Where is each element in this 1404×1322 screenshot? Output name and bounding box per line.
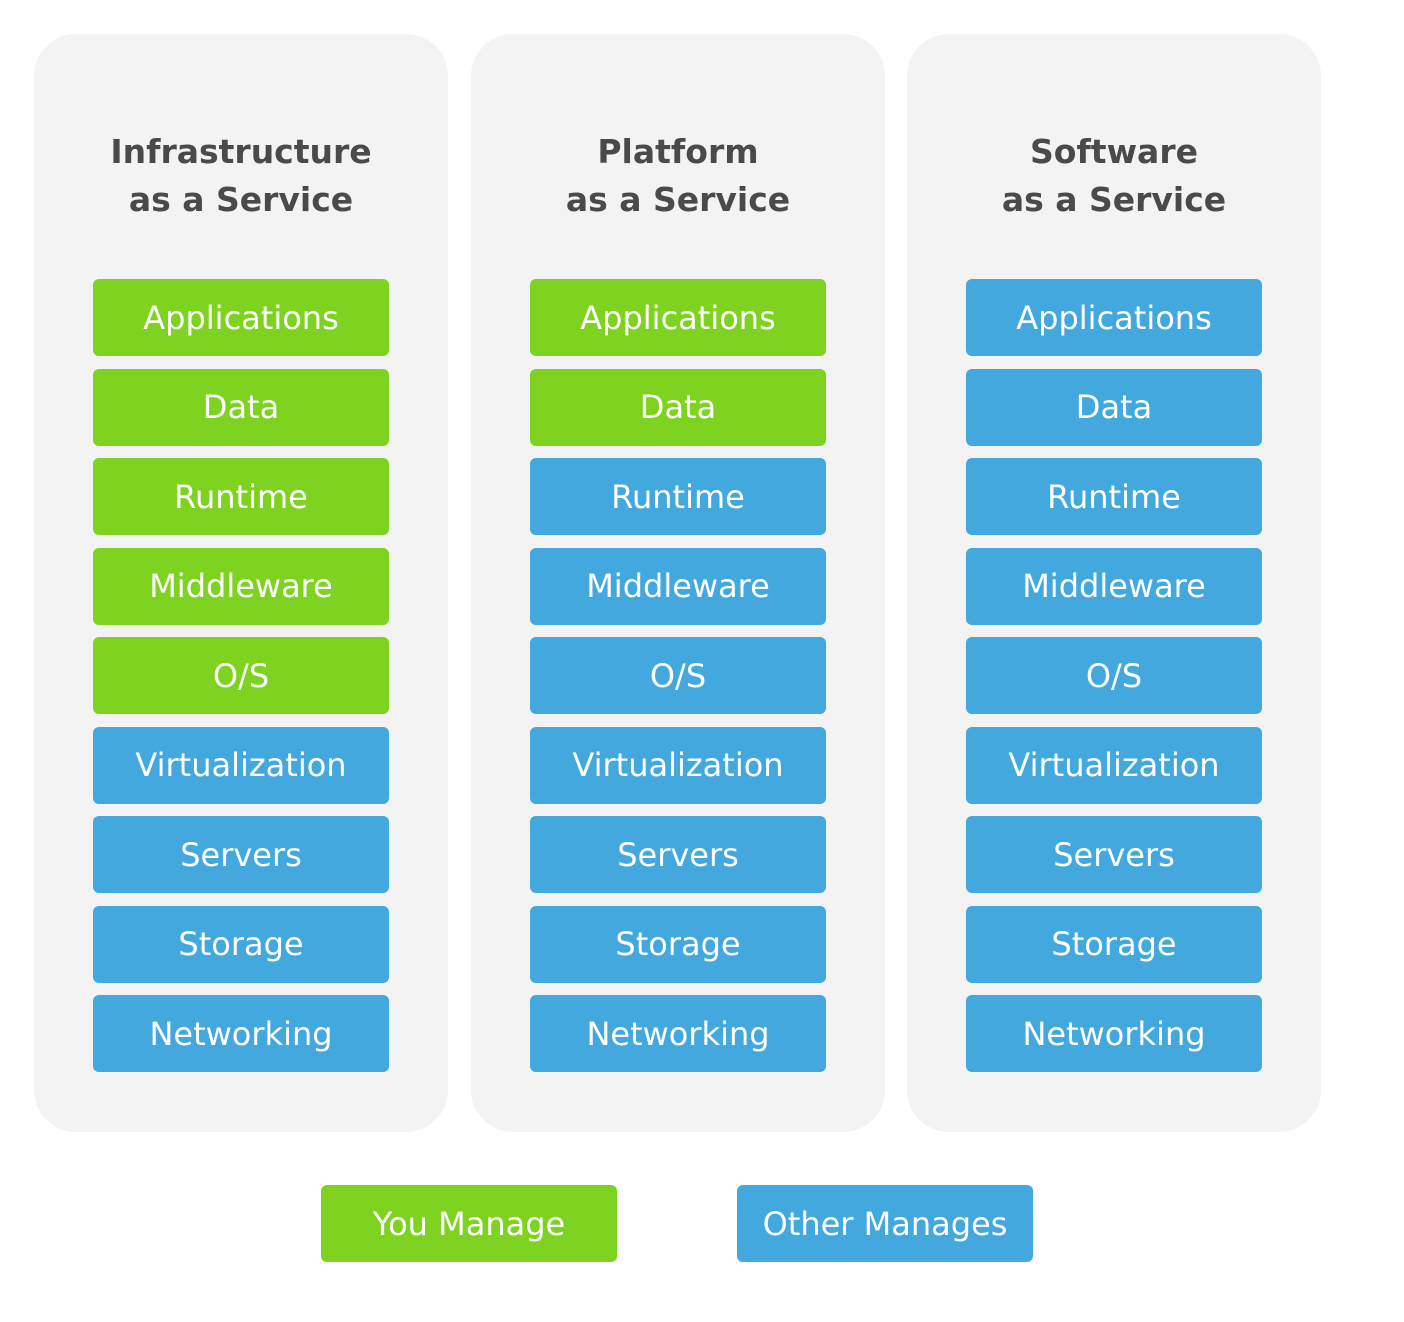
title-line-1: Infrastructure <box>110 132 372 171</box>
layer-data: Data <box>530 368 826 446</box>
layer-virtualization: Virtualization <box>966 726 1262 804</box>
layer-applications: Applications <box>966 279 1262 356</box>
layer-storage: Storage <box>966 905 1262 983</box>
panel-iaas: Infrastructure as a Service Applications… <box>34 34 448 1132</box>
layer-data: Data <box>966 368 1262 446</box>
layer-networking: Networking <box>966 995 1262 1072</box>
layer-middleware: Middleware <box>530 547 826 625</box>
layer-servers: Servers <box>966 816 1262 893</box>
layer-applications: Applications <box>93 279 389 356</box>
layer-middleware: Middleware <box>966 547 1262 625</box>
layer-servers: Servers <box>93 816 389 893</box>
layer-o-s: O/S <box>530 637 826 714</box>
layer-storage: Storage <box>530 905 826 983</box>
panel-title: Infrastructure as a Service <box>34 128 448 224</box>
layer-storage: Storage <box>93 905 389 983</box>
layer-networking: Networking <box>93 995 389 1072</box>
legend-other-manages: Other Manages <box>737 1185 1033 1262</box>
layer-virtualization: Virtualization <box>530 726 826 804</box>
panel-title: Platform as a Service <box>471 128 885 224</box>
title-line-2: as a Service <box>565 180 791 219</box>
layer-middleware: Middleware <box>93 547 389 625</box>
title-line-1: Software <box>1030 132 1198 171</box>
layer-runtime: Runtime <box>966 458 1262 535</box>
layer-servers: Servers <box>530 816 826 893</box>
layer-data: Data <box>93 368 389 446</box>
layer-networking: Networking <box>530 995 826 1072</box>
layer-o-s: O/S <box>966 637 1262 714</box>
layer-applications: Applications <box>530 279 826 356</box>
layer-virtualization: Virtualization <box>93 726 389 804</box>
panel-title: Software as a Service <box>907 128 1321 224</box>
layer-o-s: O/S <box>93 637 389 714</box>
layer-runtime: Runtime <box>530 458 826 535</box>
layer-runtime: Runtime <box>93 458 389 535</box>
legend-you-manage: You Manage <box>321 1185 617 1262</box>
title-line-1: Platform <box>597 132 759 171</box>
title-line-2: as a Service <box>1001 180 1227 219</box>
title-line-2: as a Service <box>128 180 354 219</box>
